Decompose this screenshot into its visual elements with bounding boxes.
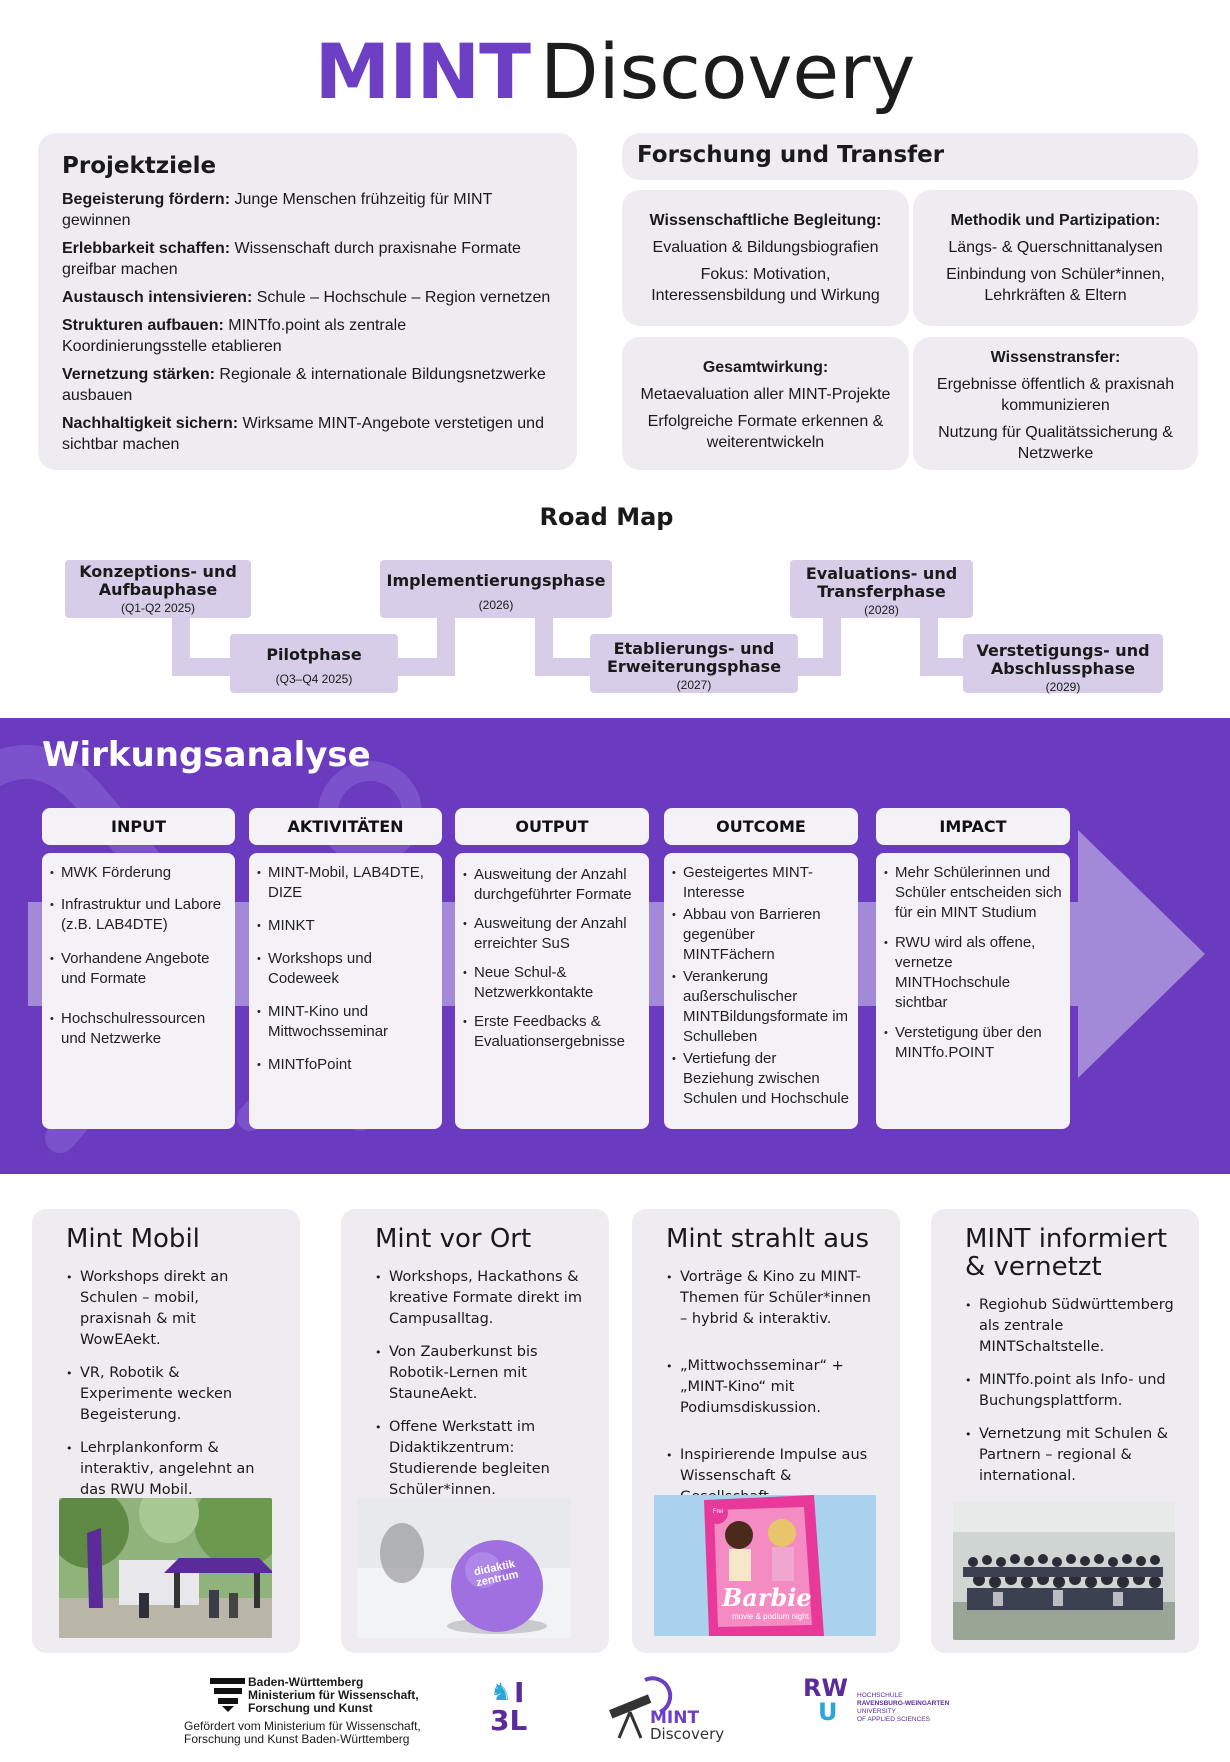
phase-4: Etablierungs- und Erweiterungsphase (202… xyxy=(590,634,798,693)
roadmap-connector xyxy=(437,612,455,676)
goal-item: Vernetzung stärken: Regionale & internat… xyxy=(62,366,546,404)
list-item: Von Zauberkunst bis Robotik-Lernen mit S… xyxy=(375,1342,584,1405)
roadmap-connector xyxy=(535,658,595,676)
goal-item: Erlebbarkeit schaffen: Wissenschaft durc… xyxy=(62,240,521,278)
bw-ministry-logo: Baden-Württemberg Ministerium für Wissen… xyxy=(248,1675,419,1715)
list-item: Ausweitung der Anzahl durchgeführter For… xyxy=(463,865,641,905)
list-item: Offene Werkstatt im Didaktikzentrum: Stu… xyxy=(375,1417,584,1501)
column-input: MWK Förderung Infrastruktur und Labore (… xyxy=(42,853,235,1129)
column-head-activities: AKTIVITÄTEN xyxy=(249,808,442,845)
list-item: Infrastruktur und Labore (z.B. LAB4DTE) xyxy=(50,895,227,935)
goal-item: Austausch intensivieren: Schule – Hochsc… xyxy=(62,289,551,306)
heraldic-lion-icon: ♞ xyxy=(490,1678,512,1706)
event-scene-image xyxy=(59,1498,272,1638)
i3l-logo: ♞ I 3L xyxy=(490,1676,528,1737)
list-item: Vertiefung der Beziehung zwischen Schule… xyxy=(672,1049,850,1109)
list-item: Gesteigertes MINT-Interesse xyxy=(672,863,850,903)
rwu-logo-text: HOCHSCHULE RAVENSBURG-WEINGARTEN UNIVERS… xyxy=(857,1692,950,1723)
list-item: Neue Schul-& Netzwerkkontakte xyxy=(463,963,641,1003)
list-item: Vernetzung mit Schulen & Partnern – regi… xyxy=(965,1424,1174,1487)
goal-item: Begeisterung fördern: Junge Menschen frü… xyxy=(62,191,493,229)
list-item: MWK Förderung xyxy=(50,863,227,883)
funding-note: Gefördert vom Ministerium für Wissenscha… xyxy=(184,1719,421,1746)
research-box: Gesamtwirkung: Metaevaluation aller MINT… xyxy=(622,337,909,470)
goals-title: Projektziele xyxy=(62,153,217,179)
column-head-outcome: OUTCOME xyxy=(664,808,858,845)
list-item: MINT-Kino und Mittwochsseminar xyxy=(257,1002,434,1042)
column-head-output: OUTPUT xyxy=(455,808,649,845)
research-box: Wissenschaftliche Begleitung: Evaluation… xyxy=(622,190,909,326)
rwu-logo-bottom: U xyxy=(818,1698,838,1726)
format-title: MINT informiert & vernetzt xyxy=(965,1224,1168,1282)
roadmap-connector xyxy=(172,658,232,676)
roadmap-title: Road Map xyxy=(539,503,674,531)
brand-mint: MINT xyxy=(314,27,531,116)
column-impact: Mehr Schülerinnen und Schüler entscheide… xyxy=(876,853,1070,1129)
poster-badge: Frei xyxy=(712,1509,724,1515)
column-output: Ausweitung der Anzahl durchgeführter For… xyxy=(455,853,649,1129)
lion-crest-icon xyxy=(210,1675,245,1713)
column-outcome: Gesteigertes MINT-Interesse Abbau von Ba… xyxy=(664,853,858,1129)
list-item: Hochschulressourcen und Netzwerke xyxy=(50,1009,227,1049)
impact-title: Wirkungsanalyse xyxy=(42,735,371,775)
list-item: MINKT xyxy=(257,916,434,936)
list-item: Workshops und Codeweek xyxy=(257,949,434,989)
phase-5: Evaluations- und Transferphase (2028) xyxy=(790,560,973,618)
md-logo-mint: MINT xyxy=(650,1708,700,1728)
list-item: Abbau von Barrieren gegenüber MINTFächer… xyxy=(672,905,850,965)
column-head-impact: IMPACT xyxy=(876,808,1070,845)
goal-item: Strukturen aufbauen: MINTfo.point als ze… xyxy=(62,317,407,355)
research-box: Methodik und Partizipation: Längs- & Que… xyxy=(913,190,1198,326)
format-title: Mint Mobil xyxy=(66,1224,200,1254)
list-item: Erste Feedbacks & Evaluationsergebnisse xyxy=(463,1012,641,1052)
list-item: MINT-Mobil, LAB4DTE, DIZE xyxy=(257,863,434,903)
list-item: MINTfo.point als Info- und Buchungsplatt… xyxy=(965,1370,1174,1412)
research-box: Wissenstransfer: Ergebnisse öffentlich &… xyxy=(913,337,1198,470)
format-title: Mint vor Ort xyxy=(375,1224,532,1254)
list-item: Regiohub Südwürttemberg als zentrale MIN… xyxy=(965,1295,1174,1358)
column-head-input: INPUT xyxy=(42,808,235,845)
group-photo-image xyxy=(953,1502,1175,1640)
list-item: VR, Robotik & Experimente wecken Begeist… xyxy=(66,1363,275,1426)
roadmap-connector xyxy=(823,612,841,676)
list-item: Verstetigung über den MINTfo.POINT xyxy=(884,1023,1062,1063)
md-logo-discovery: Discovery xyxy=(650,1725,725,1743)
phase-6: Verstetigungs- und Abschlussphase (2029) xyxy=(963,634,1163,694)
photo-mint-vor-ort: didaktik zentrum xyxy=(357,1498,571,1638)
list-item: Vorträge & Kino zu MINT-Themen für Schül… xyxy=(666,1267,875,1330)
rwu-logo-top: RW xyxy=(803,1674,848,1702)
research-title: Forschung und Transfer xyxy=(622,133,1198,180)
telescope-icon xyxy=(605,1672,680,1742)
format-title: Mint strahlt aus xyxy=(666,1224,870,1254)
phase-2: Pilotphase (Q3–Q4 2025) xyxy=(230,634,398,693)
column-activities: MINT-Mobil, LAB4DTE, DIZE MINKT Workshop… xyxy=(249,853,442,1129)
list-item: „Mittwochsseminar“ + „MINT-Kino“ mit Pod… xyxy=(666,1356,875,1419)
poster-image xyxy=(654,1495,876,1636)
ball-image xyxy=(357,1498,571,1638)
photo-mint-informiert xyxy=(953,1502,1175,1640)
photo-mint-mobil xyxy=(59,1498,272,1638)
list-item: MINTfoPoint xyxy=(257,1055,434,1075)
list-item: Workshops direkt an Schulen – mobil, pra… xyxy=(66,1267,275,1351)
list-item: Mehr Schülerinnen und Schüler entscheide… xyxy=(884,863,1062,923)
poster-subtitle: movie & podium night xyxy=(732,1612,809,1621)
roadmap-connector xyxy=(920,658,965,676)
photo-mint-strahlt-aus: Frei Barbie movie & podium night xyxy=(654,1495,876,1636)
list-item: Lehrplankonform & interaktiv, angelehnt … xyxy=(66,1438,275,1501)
goals-card: Projektziele Begeisterung fördern: Junge… xyxy=(38,133,577,470)
phase-3: Implementierungsphase (2026) xyxy=(380,560,612,618)
list-item: Vorhandene Angebote und Formate xyxy=(50,949,227,989)
poster-title: Barbie xyxy=(722,1583,812,1612)
list-item: Workshops, Hackathons & kreative Formate… xyxy=(375,1267,584,1330)
list-item: Ausweitung der Anzahl erreichter SuS xyxy=(463,914,641,954)
list-item: Verankerung außerschulischer MINTBildung… xyxy=(672,967,850,1047)
list-item: RWU wird als offene, vernetze MINTHochsc… xyxy=(884,933,1062,1013)
goal-item: Nachhaltigkeit sichern: Wirksame MINT-An… xyxy=(62,415,544,453)
brand-discovery: Discovery xyxy=(539,27,916,116)
phase-1: Konzeptions- und Aufbauphase (Q1-Q2 2025… xyxy=(65,560,251,618)
